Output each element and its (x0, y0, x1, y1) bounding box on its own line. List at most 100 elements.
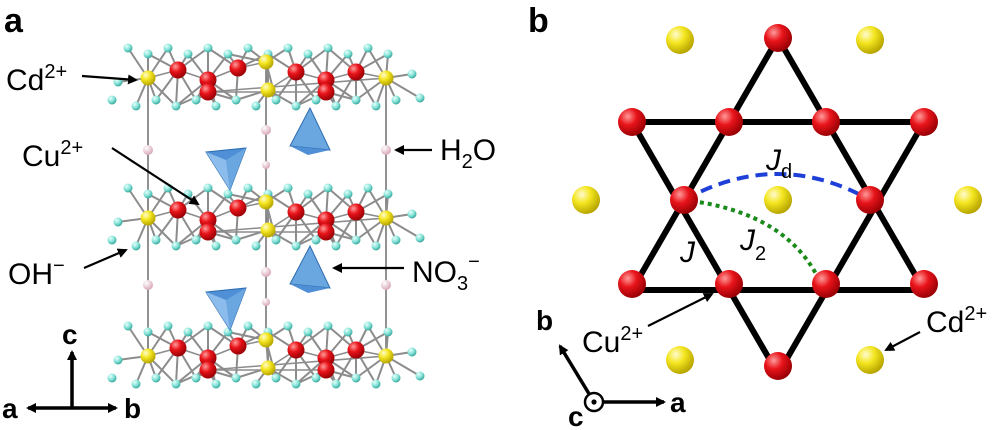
oh-atom (415, 233, 425, 243)
oh-atom (223, 327, 233, 337)
oh-atom (113, 217, 123, 227)
cu-atom (317, 83, 335, 101)
cd-atom (666, 346, 694, 374)
cu-atom (618, 270, 646, 298)
oh-atom (107, 235, 117, 245)
cd-atom (260, 360, 276, 376)
oh-atom (251, 101, 261, 111)
cu-atom (715, 108, 743, 136)
panel-a-letter: a (4, 2, 24, 40)
layer-middle (107, 183, 425, 251)
oh-atom (363, 43, 373, 53)
oh-atom (143, 49, 153, 59)
oh-atom (131, 379, 141, 389)
oh-atom (183, 49, 193, 59)
oh-atom (407, 69, 417, 79)
oh-atom (331, 241, 341, 251)
cu-atom (229, 199, 247, 217)
water-atom (381, 145, 391, 155)
oh-atom (203, 183, 213, 193)
oh-atom (131, 241, 141, 251)
cu-atom (199, 223, 217, 241)
cu-atom (317, 211, 335, 229)
svg-text:Cd2+: Cd2+ (926, 303, 987, 339)
cd-atom (856, 346, 884, 374)
oh-atom (243, 43, 253, 53)
axes-b: b c a (536, 305, 686, 430)
oh-atom (243, 183, 253, 193)
cd-atom (260, 82, 276, 98)
oh-atom (211, 379, 221, 389)
oh-atom (415, 93, 425, 103)
cu-atom (715, 270, 743, 298)
oh-atom (123, 43, 133, 53)
water-atom (262, 298, 270, 306)
oh-atom (363, 183, 373, 193)
axis-label-a-a: a (2, 393, 18, 424)
oh-atom (371, 101, 381, 111)
oh-atom (323, 321, 333, 331)
label-j: J (679, 236, 696, 269)
cd-atoms (572, 26, 982, 374)
cu-atom (317, 223, 335, 241)
axis-label-a-b: a (670, 387, 686, 418)
cu-atom (317, 71, 335, 89)
oh-atom (171, 101, 181, 111)
label-j2: J2 (739, 224, 766, 265)
cu-atom (670, 186, 698, 214)
oh-atom (283, 321, 293, 331)
axis-label-b-b: b (536, 305, 553, 336)
cu-atoms (618, 24, 938, 380)
oh-atom (107, 373, 117, 383)
cd-atom (140, 348, 156, 364)
axis-label-c-a: c (62, 319, 78, 350)
oh-atom (291, 101, 301, 111)
nitrate-tetrahedron (205, 287, 247, 332)
label-cd-b: Cd2+ (884, 303, 987, 351)
oh-atom (231, 95, 241, 105)
oh-atom (371, 241, 381, 251)
oh-atom (107, 95, 117, 105)
cu-atom (317, 361, 335, 379)
oh-atom (271, 95, 281, 105)
kagome-bonds (629, 35, 927, 377)
water-molecules (143, 125, 391, 306)
cd-atom (258, 54, 274, 70)
oh-atom (291, 241, 301, 251)
cd-atom (764, 186, 792, 214)
oh-atom (223, 49, 233, 59)
oh-atom (163, 321, 173, 331)
oh-atom (223, 189, 233, 199)
oh-atom (415, 371, 425, 381)
nitrate-tetrahedron (205, 147, 247, 192)
svg-text:Cd2+: Cd2+ (6, 61, 67, 97)
cu-atom (618, 108, 646, 136)
label-jd: Jd (765, 144, 792, 183)
oh-atom (343, 189, 353, 199)
axis-label-b-a: b (124, 393, 141, 424)
oh-atom (283, 43, 293, 53)
oh-atom (351, 95, 361, 105)
cu-atom (317, 349, 335, 367)
oh-atom (231, 373, 241, 383)
oh-atom (303, 327, 313, 337)
cd-atom (378, 70, 394, 86)
cu-atom (347, 203, 365, 221)
cu-atom (287, 203, 305, 221)
oh-atom (143, 327, 153, 337)
oh-atom (303, 189, 313, 199)
oh-atom (191, 373, 201, 383)
cu-atom (764, 352, 792, 380)
oh-atom (251, 241, 261, 251)
nitrate-ions (205, 106, 331, 332)
cu-atom (347, 341, 365, 359)
water-atom (262, 161, 270, 169)
oh-atom (351, 235, 361, 245)
layer-top (107, 43, 425, 111)
oh-atom (183, 327, 193, 337)
oh-atom (283, 183, 293, 193)
cd-atom (258, 332, 274, 348)
oh-atom (407, 209, 417, 219)
water-atom (381, 280, 391, 290)
cu-atom (812, 270, 840, 298)
